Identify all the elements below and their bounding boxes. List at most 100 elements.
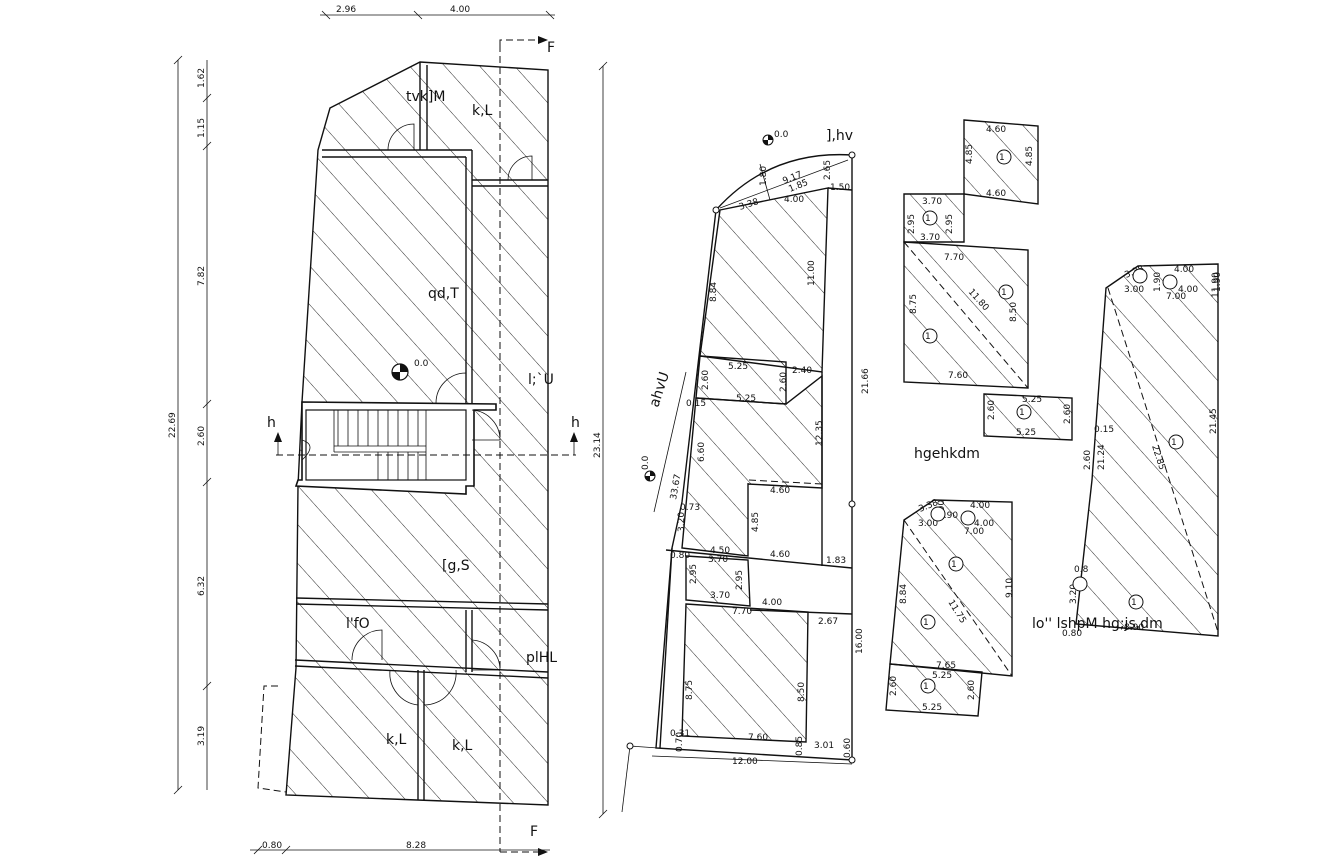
svg-text:1: 1 [1131,598,1137,608]
h-mark-left: h [267,415,276,431]
right-dimension: 23.14 [593,61,608,819]
svg-text:3.70: 3.70 [922,197,942,207]
svg-text:8.84: 8.84 [709,282,719,302]
svg-text:5.25: 5.25 [1016,428,1036,438]
svg-text:2.95: 2.95 [735,570,745,590]
top-dim-1: 2.96 [336,5,356,15]
svg-text:9.10: 9.10 [1005,578,1015,598]
svg-text:8.75: 8.75 [909,294,919,314]
room-hall: qd,T [428,286,459,302]
left-dimension: 1.62 1.15 7.82 2.60 6.32 3.19 22.69 [168,55,212,795]
area-boundary [655,153,853,761]
level-text: 0.0 [414,359,429,369]
svg-text:2.60: 2.60 [779,372,789,392]
svg-text:6.60: 6.60 [697,442,707,462]
svg-text:2.65: 2.65 [823,160,833,180]
section-mark-top: F [547,40,555,56]
svg-text:2.60: 2.60 [987,400,997,420]
svg-text:4.60: 4.60 [986,125,1006,135]
svg-text:2.60: 2.60 [1063,404,1073,424]
svg-text:3.01: 3.01 [814,741,834,751]
svg-text:1: 1 [1171,438,1177,448]
svg-text:21.24: 21.24 [1097,444,1107,470]
area-pieces: 4.60 4.85 4.85 4.60 1 3.70 2.95 2.95 3.7… [885,119,1223,717]
projection [257,685,287,793]
svg-text:4.85: 4.85 [751,512,761,532]
svg-text:7.65: 7.65 [936,661,956,671]
svg-text:5.25: 5.25 [932,671,952,681]
room-right-mid: l;`U [528,372,554,388]
svg-text:2.95: 2.95 [945,214,955,234]
svg-text:5.25: 5.25 [736,394,756,404]
svg-text:5.25: 5.25 [922,703,942,713]
svg-text:3.70: 3.70 [708,555,728,565]
svg-text:2.60: 2.60 [967,680,977,700]
svg-text:0.8: 0.8 [1074,565,1089,575]
left-dim-6: 3.19 [197,726,207,746]
area-zone-4 [685,555,751,607]
piece-5: 3.38 4.00 1.90 1.90 3.00 4.00 7.00 8.84 … [885,498,1015,717]
svg-text:7.00: 7.00 [1166,292,1186,302]
area-plan: ],hv 0.0 0.0 [621,128,871,813]
svg-text:1.83: 1.83 [826,556,846,566]
svg-text:2.95: 2.95 [907,214,917,234]
svg-text:0.73: 0.73 [680,503,700,513]
svg-text:33.67: 33.67 [669,473,683,500]
area-dashed [747,479,823,556]
svg-text:3.00: 3.00 [1124,285,1144,295]
area-side-label: ahvU [647,370,673,409]
svg-text:0.15: 0.15 [686,399,706,409]
svg-text:2.40: 2.40 [792,366,812,376]
svg-text:5.25: 5.25 [728,362,748,372]
svg-text:1.90: 1.90 [1153,272,1163,292]
svg-text:4.60: 4.60 [770,550,790,560]
area-zone-3 [681,374,823,557]
svg-text:1.90: 1.90 [938,511,958,521]
svg-text:8.75: 8.75 [685,680,695,700]
svg-text:0.15: 0.15 [1094,425,1114,435]
svg-text:1: 1 [925,332,931,342]
bottom-dim-2: 8.28 [406,841,426,851]
svg-text:16.00: 16.00 [855,628,865,654]
svg-text:3.00: 3.00 [918,519,938,529]
top-dim-2: 4.00 [450,5,470,15]
area-level-text-2: 0.0 [641,455,651,470]
svg-text:4.00: 4.00 [1174,265,1194,275]
svg-text:1.90: 1.90 [1213,272,1223,292]
svg-text:1: 1 [923,682,929,692]
area-level-marker: 0.0 0.0 [641,130,789,482]
svg-text:2.60: 2.60 [1083,450,1093,470]
level-marker: 0.0 [391,359,429,381]
svg-text:1.80: 1.80 [759,166,769,186]
svg-text:21.66: 21.66 [861,368,871,394]
bottom-dim-1: 0.80 [262,841,282,851]
piece-2: 3.70 2.95 2.95 3.70 1 [903,193,965,243]
svg-text:0.80: 0.80 [670,551,690,561]
piece-3: 7.70 11.80 8.75 8.50 7.60 1 1 [903,241,1029,389]
left-dim-1: 1.62 [197,68,207,88]
calc-label-mid: hgehkdm [914,446,980,462]
svg-text:11.00: 11.00 [807,260,817,286]
area-dimensions: 1.80 9.17 1.85 2.65 1.50 3.38 4.00 11.00… [669,160,871,767]
svg-text:2.67: 2.67 [818,617,838,627]
svg-text:2.60: 2.60 [889,676,899,696]
svg-text:0.70: 0.70 [675,732,685,752]
svg-text:0.31: 0.31 [670,729,690,739]
svg-text:7.70: 7.70 [944,253,964,263]
left-total: 22.69 [168,412,178,438]
section-mark-bottom: F [530,824,538,840]
calc-label-bottom: lo'' lshpM hg;js,dm [1032,616,1163,632]
svg-text:3.20: 3.20 [1069,584,1079,604]
left-dim-4: 2.60 [197,426,207,446]
svg-text:1: 1 [1001,288,1007,298]
piece-6: 3.38 4.00 1.90 1.90 3.00 4.00 7.00 11.90… [1062,263,1223,639]
stair-core [294,401,497,495]
svg-text:12.00: 12.00 [732,757,758,767]
svg-text:1: 1 [951,560,957,570]
svg-text:4.60: 4.60 [986,189,1006,199]
room-bottom-left: k,L [386,732,407,748]
piece-4: 5.25 2.60 2.60 5.25 1 [983,393,1073,441]
room-bottom-right: k,L [452,738,473,754]
svg-text:4.85: 4.85 [1025,146,1035,166]
